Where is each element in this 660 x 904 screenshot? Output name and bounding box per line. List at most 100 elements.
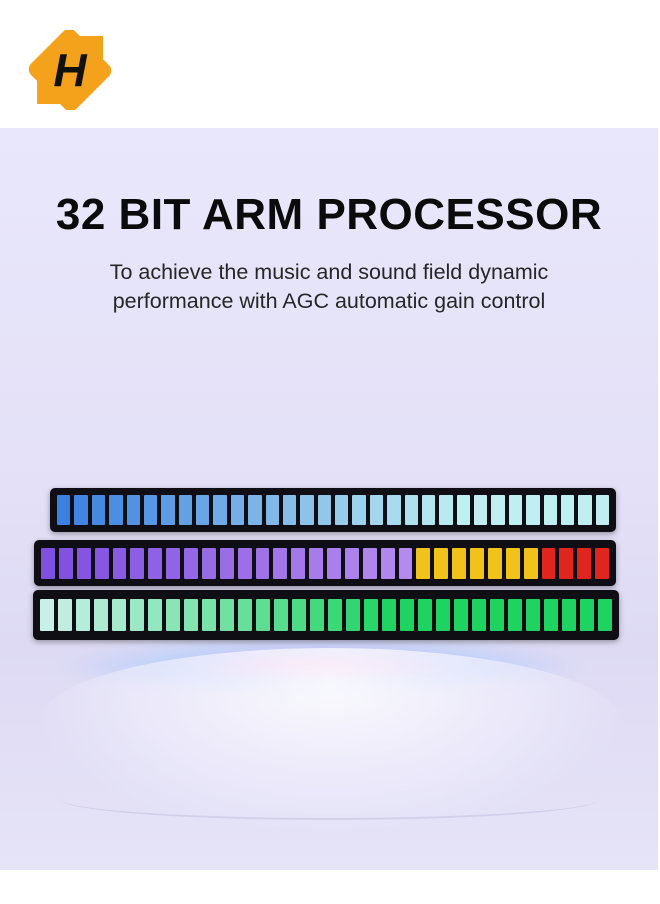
- light-segment: [202, 599, 216, 631]
- light-segment: [508, 599, 522, 631]
- light-segment: [148, 599, 162, 631]
- light-segment: [526, 495, 540, 525]
- light-segment: [148, 547, 163, 579]
- logo-letter: H: [53, 44, 87, 96]
- light-segment: [248, 495, 262, 525]
- light-segment: [543, 495, 557, 525]
- light-segment: [273, 547, 288, 579]
- light-segment: [472, 599, 486, 631]
- light-segment: [112, 599, 126, 631]
- light-segment: [184, 547, 198, 579]
- light-segment: [387, 495, 401, 525]
- light-segment: [598, 599, 612, 631]
- subtitle-line-2: performance with AGC automatic gain cont…: [112, 289, 546, 313]
- light-segment: [94, 599, 108, 631]
- light-segment: [404, 495, 418, 525]
- light-segment: [220, 599, 234, 631]
- light-segment: [282, 495, 297, 525]
- light-segment: [421, 495, 436, 525]
- light-segment: [562, 599, 576, 631]
- product-banner: 32 BIT ARM PROCESSOR To achieve the musi…: [0, 128, 658, 870]
- light-segment: [439, 495, 453, 525]
- light-segment: [418, 599, 432, 631]
- light-segment: [523, 547, 538, 579]
- light-bar-blue: [50, 488, 616, 532]
- light-segment: [470, 547, 484, 579]
- light-segment: [491, 495, 505, 525]
- light-segment: [580, 599, 594, 631]
- light-segment: [40, 599, 54, 631]
- light-segment: [362, 547, 377, 579]
- light-segment: [452, 547, 466, 579]
- light-segment: [400, 599, 414, 631]
- light-segment: [237, 547, 252, 579]
- light-segment: [544, 599, 558, 631]
- light-segment: [398, 547, 413, 579]
- light-segment: [230, 495, 245, 525]
- light-segment: [541, 547, 556, 579]
- light-segment: [577, 547, 592, 579]
- light-segment: [274, 599, 288, 631]
- display-stand-rim: [60, 778, 600, 820]
- light-segment: [559, 547, 574, 579]
- light-segment: [508, 495, 523, 525]
- light-segment: [456, 495, 470, 525]
- light-segment: [109, 495, 123, 525]
- light-segment: [317, 495, 331, 525]
- banner-subtitle: To achieve the music and sound field dyn…: [0, 258, 658, 316]
- subtitle-line-1: To achieve the music and sound field dyn…: [109, 260, 549, 284]
- light-segment: [578, 495, 592, 525]
- light-segment: [255, 547, 270, 579]
- light-segment: [490, 599, 504, 631]
- light-segment: [91, 495, 106, 525]
- light-segment: [310, 599, 324, 631]
- light-segment: [328, 599, 342, 631]
- light-segment: [161, 495, 175, 525]
- light-segment: [58, 547, 73, 579]
- light-segment: [292, 599, 306, 631]
- light-segment: [364, 599, 378, 631]
- light-segment: [416, 547, 431, 579]
- light-segment: [369, 495, 384, 525]
- light-segment: [487, 547, 502, 579]
- light-segment: [58, 599, 72, 631]
- light-segment: [112, 547, 127, 579]
- light-segment: [380, 547, 395, 579]
- light-segment: [166, 599, 180, 631]
- light-segment: [335, 495, 349, 525]
- light-segment: [201, 547, 216, 579]
- light-segment: [434, 547, 449, 579]
- light-segment: [166, 547, 180, 579]
- light-segment: [265, 495, 279, 525]
- light-segment: [309, 547, 323, 579]
- light-segment: [595, 495, 609, 525]
- light-segment: [238, 599, 252, 631]
- banner-title: 32 BIT ARM PROCESSOR: [55, 190, 603, 239]
- light-segment: [130, 547, 145, 579]
- light-segment: [327, 547, 341, 579]
- light-segment: [454, 599, 468, 631]
- light-segment: [352, 495, 366, 525]
- light-bar-green: [33, 590, 619, 640]
- light-segment: [178, 495, 192, 525]
- light-segment: [505, 547, 520, 579]
- light-segment: [57, 495, 71, 525]
- brand-logo: H: [28, 30, 112, 110]
- light-segment: [474, 495, 488, 525]
- light-segment: [94, 547, 109, 579]
- light-bar-purple-yellow-red: [34, 540, 616, 586]
- light-segment: [213, 495, 227, 525]
- light-segment: [76, 547, 91, 579]
- light-segment: [300, 495, 314, 525]
- light-segment: [346, 599, 360, 631]
- light-segment: [560, 495, 575, 525]
- light-segment: [382, 599, 396, 631]
- light-segment: [526, 599, 540, 631]
- light-segment: [436, 599, 450, 631]
- light-segment: [344, 547, 359, 579]
- light-segment: [143, 495, 158, 525]
- light-segment: [74, 495, 88, 525]
- light-segment: [126, 495, 140, 525]
- light-segment: [76, 599, 90, 631]
- light-segment: [291, 547, 306, 579]
